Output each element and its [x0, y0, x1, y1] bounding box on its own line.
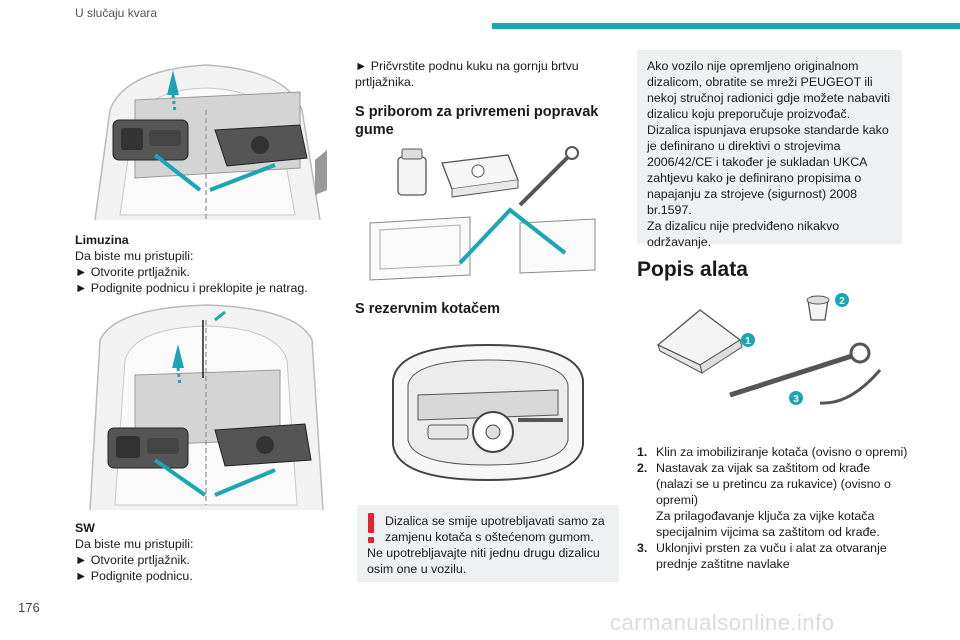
limuzina-step-1: ► Otvorite prtljažnik.: [75, 265, 190, 279]
info-note-line-3: Za dizalicu nije predviđeno nikakvo održ…: [647, 219, 840, 249]
limuzina-trunk-illustration: [75, 50, 337, 225]
sw-title: SW: [75, 521, 95, 535]
warning-text: Dizalica se smije upotrebljavati samo za…: [385, 514, 605, 544]
list-item-extra-text: Za prilagođavanje ključa za vijke kotača…: [656, 509, 880, 539]
sw-step-1: ► Otvorite prtljažnik.: [75, 553, 190, 567]
list-item-number: 1.: [637, 445, 648, 459]
callout-1: 1: [745, 336, 751, 347]
list-item: 2. Nastavak za vijak sa zaštitom od krađ…: [637, 460, 909, 540]
sw-trunk-illustration: [75, 300, 337, 512]
header-accent-bar: [492, 23, 960, 29]
warning-exclamation-icon: [368, 513, 374, 543]
list-item: 3. Uklonjivi prsten za vuču i alat za ot…: [637, 540, 909, 572]
list-item-number: 2.: [637, 461, 648, 475]
list-item-number: 3.: [637, 541, 648, 555]
tool-list: 1. Klin za imobiliziranje kotača (ovisno…: [637, 444, 909, 572]
info-note-line-2: Dizalica ispunjava erupsoke standarde ka…: [647, 123, 889, 217]
limuzina-step-2: ► Podignite podnicu i preklopite je natr…: [75, 281, 308, 295]
col2-step: ► Pričvrstite podnu kuku na gornju brtvu…: [355, 59, 579, 89]
limuzina-intro: Da biste mu pristupili:: [75, 249, 194, 263]
callout-2: 2: [839, 296, 845, 307]
callout-3: 3: [793, 394, 799, 405]
list-item-text: Nastavak za vijak sa zaštitom od krađe (…: [656, 461, 891, 507]
list-item-text: Klin za imobiliziranje kotača (ovisno o …: [656, 445, 908, 459]
tool-list-illustration: 1 2 3: [650, 285, 890, 415]
sw-step-2: ► Podignite podnicu.: [75, 569, 193, 583]
sw-intro: Da biste mu pristupili:: [75, 537, 194, 551]
heading-tool-list: Popis alata: [637, 258, 748, 281]
warning-extra-text: Ne upotrebljavajte niti jednu drugu diza…: [367, 546, 600, 576]
header-title: U slučaju kvara: [75, 6, 158, 20]
heading-spare-wheel: S rezervnim kotačem: [355, 301, 501, 317]
list-item: 1. Klin za imobiliziranje kotača (ovisno…: [637, 444, 909, 460]
repair-kit-illustration: [360, 145, 605, 290]
spare-wheel-illustration: [388, 340, 588, 485]
heading-repair-kit: S priborom za privremeni popravak gume: [355, 104, 599, 138]
list-item-text: Uklonjivi prsten za vuču i alat za otvar…: [656, 541, 887, 571]
info-note-box: Ako vozilo nije opremljeno originalnom d…: [637, 50, 902, 249]
page-number: 176: [18, 600, 40, 615]
info-note-line-1: Ako vozilo nije opremljeno originalnom d…: [647, 59, 891, 121]
warning-box: Dizalica se smije upotrebljavati samo za…: [357, 505, 619, 582]
limuzina-title: Limuzina: [75, 233, 129, 247]
watermark: carmanualsonline.info: [610, 610, 835, 635]
